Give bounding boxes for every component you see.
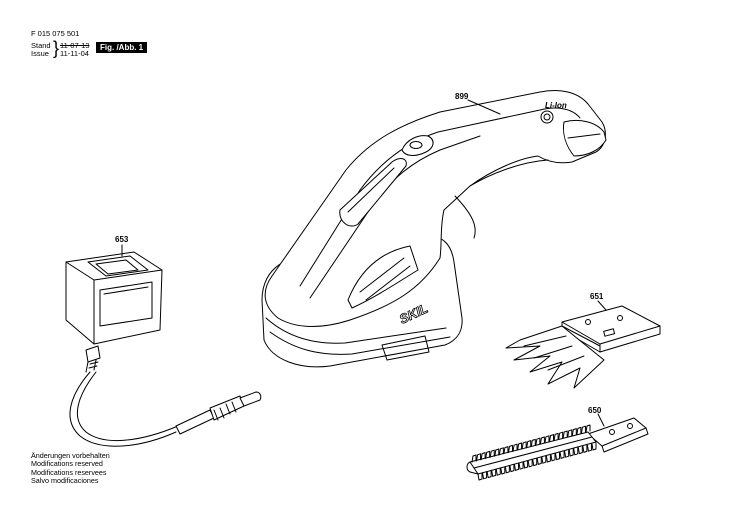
stand-label: Stand <box>31 41 51 50</box>
hedge-blade-tooth <box>555 452 561 461</box>
hedge-blade-tooth <box>500 466 506 475</box>
hedge-blade-tooth <box>482 471 488 480</box>
grass-blade-drawing <box>505 300 661 389</box>
hedge-blade-tooth <box>471 454 477 463</box>
modification-line-en: Modifications reserved <box>31 459 103 469</box>
figure-badge: Fig. /Abb. 1 <box>96 42 148 53</box>
hedge-blade-tooth <box>544 435 550 444</box>
hedge-blade-tooth <box>526 440 532 449</box>
part-number-899: 899 <box>455 92 469 101</box>
hedge-blade-tooth <box>582 444 588 453</box>
hedge-blade-tooth <box>539 436 545 445</box>
hedge-blade-tooth <box>536 456 542 465</box>
hedge-blade-tooth <box>495 467 501 476</box>
li-ion-logo: Li-Ion <box>545 101 567 110</box>
hedge-blade-tooth <box>545 454 551 463</box>
document-number: F 015 075 501 <box>31 29 80 38</box>
hedge-blade-tooth <box>559 450 565 459</box>
hedge-blade-tooth <box>480 452 486 461</box>
date-brace: } <box>53 38 60 58</box>
modifications-notice: Änderungen vorbehalten Modifications res… <box>31 451 110 485</box>
hedge-blade-tooth <box>535 437 541 446</box>
hedge-blade-tooth <box>486 470 492 479</box>
hedge-blade-tooth <box>513 462 519 471</box>
hedge-blade-tooth <box>562 430 568 439</box>
hedge-blade-tooth <box>586 443 592 452</box>
hedge-blade-tooth <box>477 472 483 481</box>
part-number-651: 651 <box>590 292 604 301</box>
hedge-blade-tooth <box>489 449 495 458</box>
hedge-blade-tooth <box>567 429 573 438</box>
hedge-blade-tooth <box>568 448 574 457</box>
hedge-blade-tooth <box>573 447 579 456</box>
hedge-blade-tooth <box>498 447 504 456</box>
hedge-blade-tooth <box>571 428 577 437</box>
modification-line-fr: Modifications reservees <box>31 467 107 477</box>
hedge-blade-tooth <box>476 453 482 462</box>
hedge-blade-tooth <box>530 438 536 447</box>
hedge-blade-tooth <box>550 453 556 462</box>
hedge-blade-tooth <box>512 443 518 452</box>
hedge-blade-tooth <box>576 426 582 435</box>
hedge-blade-tooth <box>541 455 547 464</box>
hedge-blade-tooth <box>491 468 497 477</box>
hedge-blade-tooth <box>549 434 555 443</box>
hedge-blade-drawing <box>466 413 649 481</box>
hedge-blade-tooth <box>504 465 510 474</box>
issue-label: Issue <box>31 49 49 58</box>
hedge-blade-tooth <box>564 449 570 458</box>
hedge-blade-tooth <box>553 432 559 441</box>
part-number-650: 650 <box>588 406 602 415</box>
hedge-blade-tooth <box>521 441 527 450</box>
hedge-blade-tooth <box>532 458 538 467</box>
hedge-blade-tooth <box>507 444 513 453</box>
part-number-653: 653 <box>115 235 129 244</box>
hedge-blade-tooth <box>509 464 515 473</box>
hedge-blade-tooth <box>558 431 564 440</box>
hedge-blade-tooth <box>585 424 591 433</box>
hedge-blade-tooth <box>591 442 597 451</box>
hedge-blade-tooth <box>503 446 509 455</box>
hedge-blade-tooth <box>527 459 533 468</box>
modification-line-de: Änderungen vorbehalten <box>31 451 110 460</box>
hedge-blade-tooth <box>517 442 523 451</box>
modification-line-es: Salvo modificaciones <box>31 475 99 485</box>
hedge-blade-tooth <box>485 450 491 459</box>
charger-drawing <box>65 244 262 447</box>
hedge-blade-tooth <box>577 446 583 455</box>
stand-date: 11-07-13 <box>60 41 90 50</box>
hedge-blade-tooth <box>518 461 524 470</box>
hedge-blade-tooth <box>523 460 529 469</box>
hedge-blade-tooth <box>494 448 500 457</box>
shear-body-drawing: Li-Ion SKIL <box>261 90 607 368</box>
hedge-blade-tooth <box>580 425 586 434</box>
issue-date: 11-11-04 <box>60 49 89 58</box>
